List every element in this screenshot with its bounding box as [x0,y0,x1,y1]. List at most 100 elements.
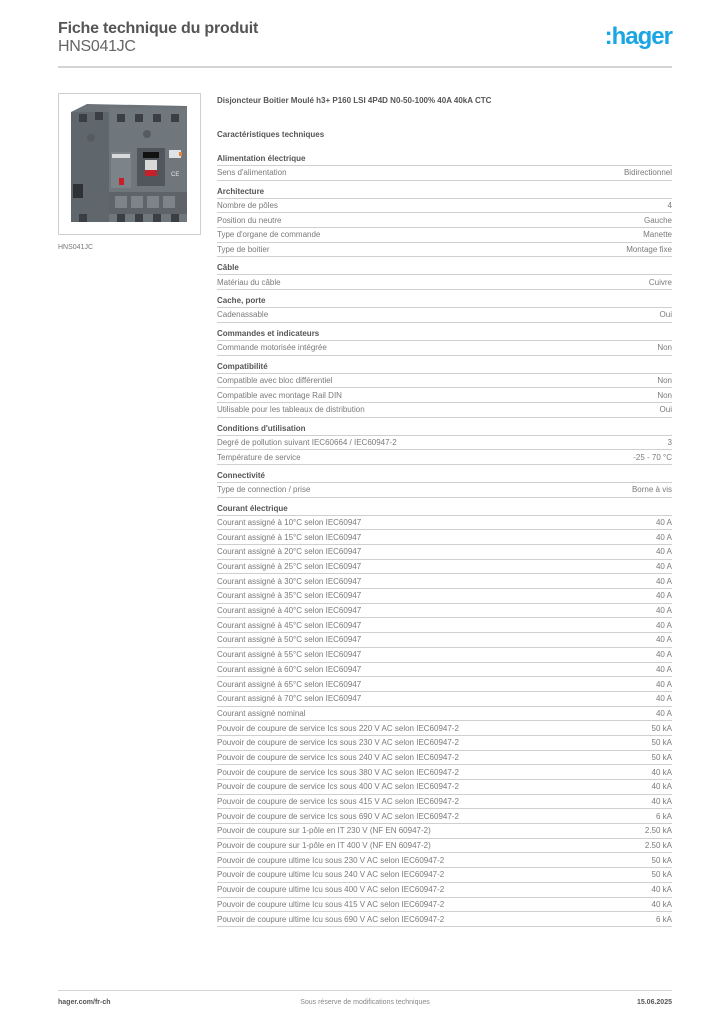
spec-label: Compatible avec bloc différentiel [217,375,333,385]
document-date: 15.06.2025 [636,999,672,1006]
spec-label: Commande motorisée intégrée [217,343,327,353]
page-footer: hager.com/fr-ch Sous réserve de modifica… [58,999,672,1011]
disclaimer-text: Sous réserve de modifications techniques [300,999,430,1006]
spec-label: Pouvoir de coupure sur 1-pôle en IT 230 … [217,826,431,836]
spec-value: Oui [659,310,672,320]
spec-label: Pouvoir de coupure de service Ics sous 6… [217,811,459,821]
spec-label: Pouvoir de coupure de service Ics sous 4… [217,782,459,792]
spec-label: Pouvoir de coupure de service Ics sous 2… [217,723,459,733]
svg-text:CE: CE [171,172,179,178]
spec-value: 2.50 kA [644,841,672,851]
spec-label: Courant assigné à 70°C selon IEC60947 [217,694,362,704]
spec-value: 4 [667,201,672,211]
spec-value: 2.50 kA [644,826,672,836]
spec-row: Pouvoir de coupure ultime Icu sous 400 V… [217,883,672,898]
spec-value: 6 kA [655,914,672,924]
spec-value: Bidirectionnel [623,168,672,178]
spec-label: Pouvoir de coupure de service Ics sous 4… [217,797,459,807]
section-title: Cache, porte [217,296,672,309]
page-header: Fiche technique du produit HNS041JC :hag… [58,20,673,68]
spec-label: Pouvoir de coupure ultime Icu sous 690 V… [217,914,445,924]
spec-label: Pouvoir de coupure sur 1-pôle en IT 400 … [217,841,431,851]
characteristics-heading: Caractéristiques techniques [217,130,325,139]
spec-row: Pouvoir de coupure de service Ics sous 2… [217,751,672,766]
spec-label: Courant assigné à 25°C selon IEC60947 [217,562,362,572]
spec-value: 3 [667,437,672,447]
spec-value: 40 A [655,679,672,689]
product-description: Disjoncteur Boitier Moulé h3+ P160 LSI 4… [217,96,492,105]
spec-value: Non [657,343,672,353]
header-divider [58,66,672,68]
spec-value: Cuivre [648,277,672,287]
spec-row: Compatible avec montage Rail DIN Non [217,388,672,403]
spec-label: Cadenassable [217,310,269,320]
spec-row: Position du neutre Gauche [217,213,672,229]
spec-row: Courant assigné à 30°C selon IEC60947 40 … [217,574,672,590]
spec-label: Pouvoir de coupure ultime Icu sous 240 V… [217,870,445,880]
spec-row: Pouvoir de coupure de service Ics sous 2… [217,721,672,736]
spec-value: 40 A [655,708,672,718]
spec-value: 40 A [655,650,672,660]
spec-value: 40 A [655,620,672,630]
spec-row: Pouvoir de coupure de service Ics sous 4… [217,795,672,810]
spec-value: Montage fixe [626,245,672,255]
spec-row: Température de service-25 - 70 °C [217,450,672,465]
spec-value: Manette [643,230,672,240]
section-title: Courant électrique [217,504,672,516]
specifications-panel: Disjoncteur Boitier Moulé h3+ P160 LSI 4… [217,96,672,933]
spec-row: Pouvoir de coupure de service Ics sous 4… [217,780,672,795]
spec-value: Borne à vis [631,485,672,495]
spec-row: Pouvoir de coupure ultime Icu sous 230 V… [217,853,672,869]
section-title: Connectivité [217,471,672,483]
spec-label: Courant assigné à 55°C selon IEC60947 [217,650,362,660]
spec-row: Courant assigné à 55°C selon IEC60947 40 … [217,648,672,663]
spec-row: Pouvoir de coupure ultime Icu sous 690 V… [217,912,672,927]
website-link[interactable]: hager.com/fr-ch [58,999,111,1006]
spec-value: 40 kA [651,885,672,895]
product-code: HNS041JC [58,38,136,55]
spec-row: Pouvoir de coupure de service Ics sous 2… [217,736,672,751]
spec-value: 50 kA [651,855,672,865]
spec-label: Compatible avec montage Rail DIN [217,390,342,400]
spec-row: Pouvoir de coupure ultime Icu sous 240 V… [217,868,672,883]
spec-value: 50 kA [651,870,672,880]
spec-label: Matériau du câble [217,277,281,287]
spec-value: Gauche [643,215,672,225]
spec-value: 40 A [655,517,672,527]
spec-value: 40 A [655,606,672,616]
spec-value: Non [657,390,672,400]
spec-row: Utilisable pour les tableaux de distribu… [217,403,672,418]
document-title: Fiche technique du produit [58,20,259,37]
spec-label: Courant assigné à 60°C selon IEC60947 [217,664,362,674]
spec-value: 40 A [655,576,672,586]
spec-value: 50 kA [651,723,672,733]
spec-label: Courant assigné à 30°C selon IEC60947 [217,576,362,586]
spec-value: 40 kA [651,767,672,777]
spec-value: 40 A [655,635,672,645]
spec-row: Pouvoir de coupure de service Ics sous 3… [217,765,672,780]
spec-label: Position du neutre [217,215,282,225]
product-image: CE [58,93,201,235]
spec-label: Nombre de pôles [217,201,278,211]
spec-row: Degré de pollution suivant IEC60664 / IE… [217,436,672,451]
